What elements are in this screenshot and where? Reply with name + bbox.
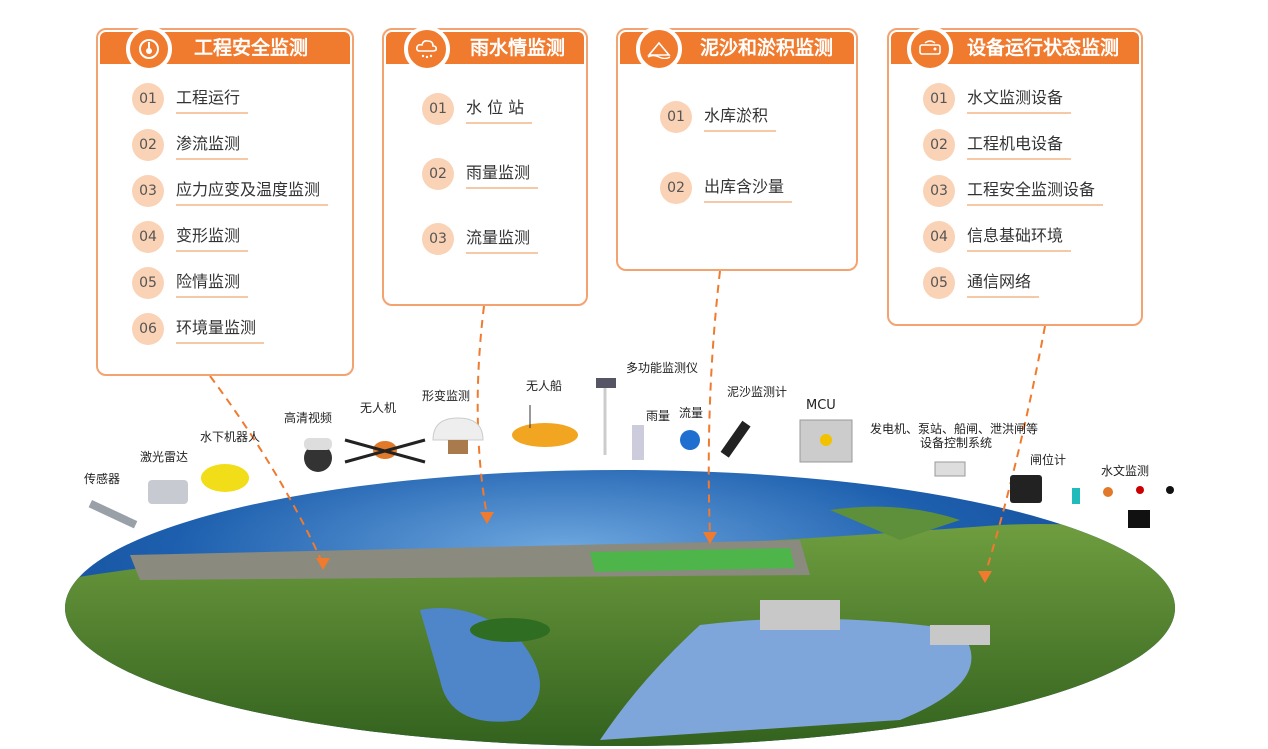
item-label: 工程机电设备 [967,130,1072,160]
list-item[interactable]: 06 环境量监测 [132,312,265,346]
device-label-hd-video: 高清视频 [284,411,333,425]
item-label: 工程安全监测设备 [967,176,1104,206]
device-images [88,378,1174,529]
list-item[interactable]: 01 水文监测设备 [923,82,1072,116]
item-label: 水 位 站 [466,94,533,124]
list-item[interactable]: 03 工程安全监测设备 [923,174,1104,208]
list-item[interactable]: 03 流量监测 [422,222,539,256]
device-label-sediment-meter: 泥沙监测计 [727,385,788,399]
device-label-flow: 流量 [679,406,704,420]
card-title: 雨水情监测 [470,37,566,59]
device-label-rainfall: 雨量 [646,409,671,423]
item-number: 06 [132,313,164,345]
item-label: 工程运行 [176,84,249,114]
list-item[interactable]: 02 雨量监测 [422,157,539,191]
item-label: 流量监测 [466,224,539,254]
card-title: 工程安全监测 [194,37,309,59]
card-title: 设备运行状态监测 [967,37,1120,59]
item-label: 环境量监测 [176,314,265,344]
card-title: 泥沙和淤积监测 [700,37,834,59]
item-number: 02 [660,172,692,204]
device-label-lidar: 激光雷达 [140,450,189,464]
card-header: 泥沙和淤积监测 [620,26,854,72]
list-item[interactable]: 01 水 位 站 [422,92,533,126]
item-number: 03 [132,175,164,207]
device-icon [907,26,953,72]
item-number: 05 [923,267,955,299]
device-label-drone: 无人机 [360,401,397,415]
item-label: 险情监测 [176,268,249,298]
device-label-control-systems: 发电机、泵站、船闸、泄洪闸等 [870,422,1039,436]
device-label-control-systems-2: 设备控制系统 [920,436,993,450]
device-label-mcu: MCU [806,398,836,413]
item-number: 01 [132,83,164,115]
list-item[interactable]: 02 渗流监测 [132,128,249,162]
item-number: 05 [132,267,164,299]
rain-cloud-icon [404,26,450,72]
device-label-deformation: 形变监测 [422,389,471,403]
item-number: 03 [923,175,955,207]
item-number: 02 [132,129,164,161]
item-number: 01 [660,101,692,133]
card-sediment: 泥沙和淤积监测 01 水库淤积 02 出库含沙量 [616,26,858,271]
device-label-underwater-robot: 水下机器人 [200,430,261,444]
item-number: 01 [923,83,955,115]
device-label-unmanned-boat: 无人船 [526,379,563,393]
item-label: 雨量监测 [466,159,539,189]
item-number: 01 [422,93,454,125]
list-item[interactable]: 02 工程机电设备 [923,128,1072,162]
card-header: 设备运行状态监测 [891,26,1139,72]
item-number: 04 [923,221,955,253]
list-item[interactable]: 01 工程运行 [132,82,249,116]
connector-line [209,375,323,563]
gauge-icon [126,26,172,72]
list-item[interactable]: 02 出库含沙量 [660,171,793,205]
item-number: 02 [923,129,955,161]
item-label: 出库含沙量 [704,173,793,203]
item-label: 变形监测 [176,222,249,252]
item-label: 信息基础环境 [967,222,1072,252]
item-label: 渗流监测 [176,130,249,160]
list-item[interactable]: 03 应力应变及温度监测 [132,174,329,208]
device-label-sensor: 传感器 [84,472,121,486]
item-label: 通信网络 [967,268,1040,298]
card-rain-water: 雨水情监测 01 水 位 站 02 雨量监测 03 流量监测 [382,26,588,306]
card-equipment-status: 设备运行状态监测 01 水文监测设备 02 工程机电设备 03 工程安全监测设备 04… [887,26,1143,326]
device-label-hydrology: 水文监测 [1101,464,1150,478]
list-item[interactable]: 04 信息基础环境 [923,220,1072,254]
device-label-multi-monitor: 多功能监测仪 [626,361,699,375]
device-label-gate-meter: 闸位计 [1030,453,1067,467]
item-number: 02 [422,158,454,190]
item-number: 04 [132,221,164,253]
item-label: 水文监测设备 [967,84,1072,114]
item-number: 03 [422,223,454,255]
list-item[interactable]: 01 水库淤积 [660,100,777,134]
sediment-icon [636,26,682,72]
list-item[interactable]: 05 通信网络 [923,266,1040,300]
card-header: 工程安全监测 [100,26,350,72]
item-label: 应力应变及温度监测 [176,176,329,206]
list-item[interactable]: 04 变形监测 [132,220,249,254]
item-label: 水库淤积 [704,102,777,132]
card-header: 雨水情监测 [386,26,584,72]
list-item[interactable]: 05 险情监测 [132,266,249,300]
